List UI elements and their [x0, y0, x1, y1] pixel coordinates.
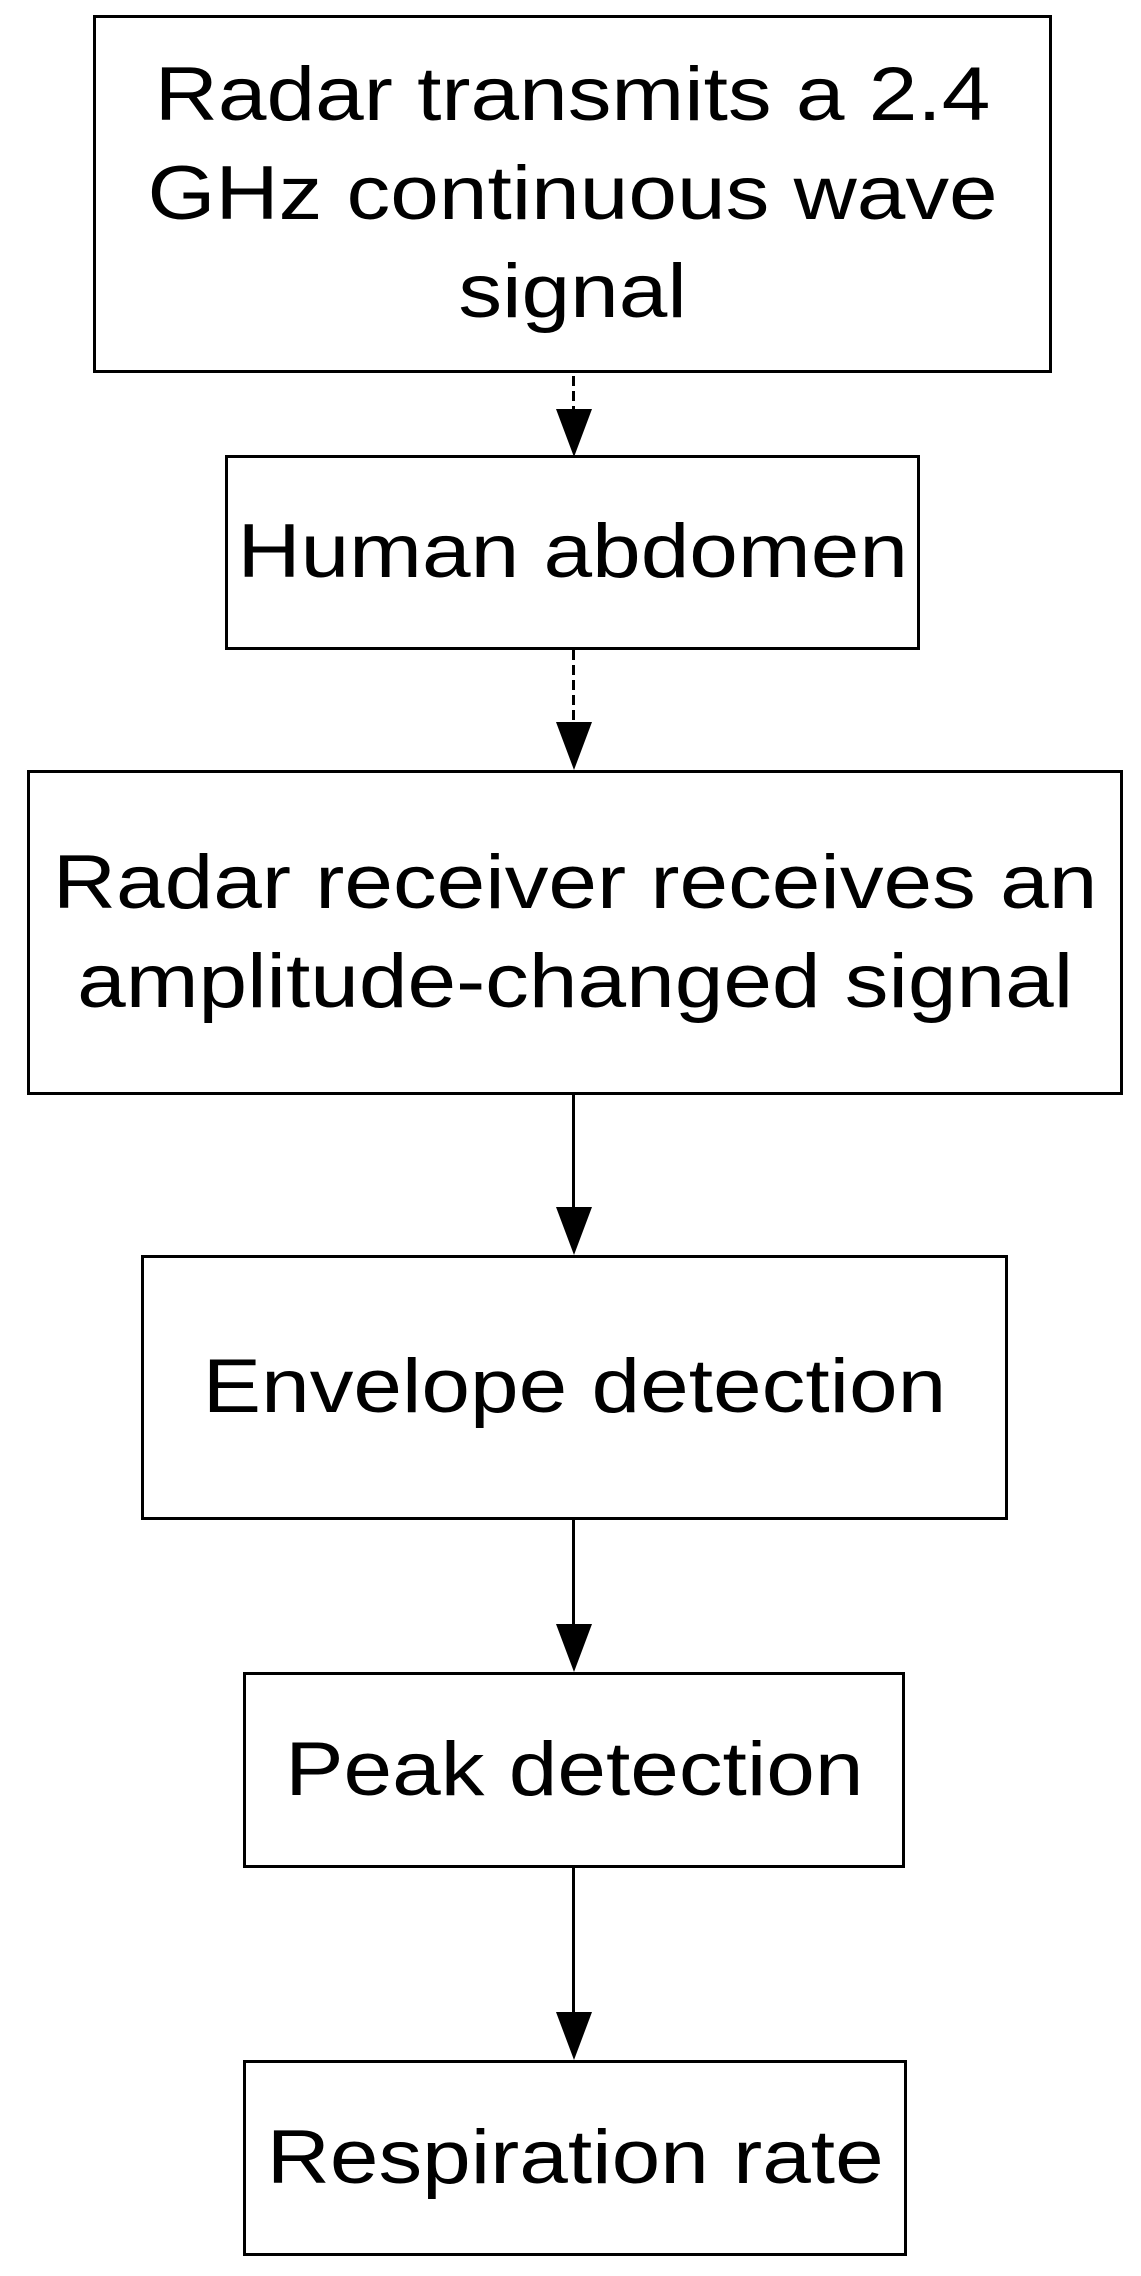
flow-node-envelope-detection-label: Envelope detection	[202, 1344, 947, 1430]
flow-node-radar-transmit: Radar transmits a 2.4 GHz continuous wav…	[93, 15, 1052, 373]
arrow-shaft-solid-5	[572, 1868, 575, 2012]
flow-node-respiration-rate: Respiration rate	[243, 2060, 907, 2256]
flow-node-peak-detection-label: Peak detection	[284, 1726, 864, 1812]
flow-node-human-abdomen-label: Human abdomen	[237, 509, 908, 595]
flow-node-respiration-rate-label: Respiration rate	[266, 2114, 884, 2200]
arrowhead-icon-5	[556, 2012, 592, 2060]
flow-node-peak-detection: Peak detection	[243, 1672, 905, 1868]
arrowhead-icon-2	[556, 722, 592, 770]
flow-node-radar-receiver: Radar receiver receives an amplitude-cha…	[27, 770, 1123, 1095]
arrowhead-icon-1	[556, 409, 592, 457]
arrow-shaft-dashed-2	[572, 650, 575, 722]
arrow-shaft-solid-4	[572, 1520, 575, 1624]
flow-node-human-abdomen: Human abdomen	[225, 455, 920, 650]
arrowhead-icon-3	[556, 1207, 592, 1255]
flow-node-radar-transmit-label: Radar transmits a 2.4 GHz continuous wav…	[147, 51, 998, 335]
flow-node-envelope-detection: Envelope detection	[141, 1255, 1008, 1520]
arrow-shaft-dashed-1	[572, 376, 575, 409]
flow-node-radar-receiver-label: Radar receiver receives an amplitude-cha…	[52, 839, 1098, 1024]
arrow-shaft-solid-3	[572, 1095, 575, 1207]
arrowhead-icon-4	[556, 1624, 592, 1672]
